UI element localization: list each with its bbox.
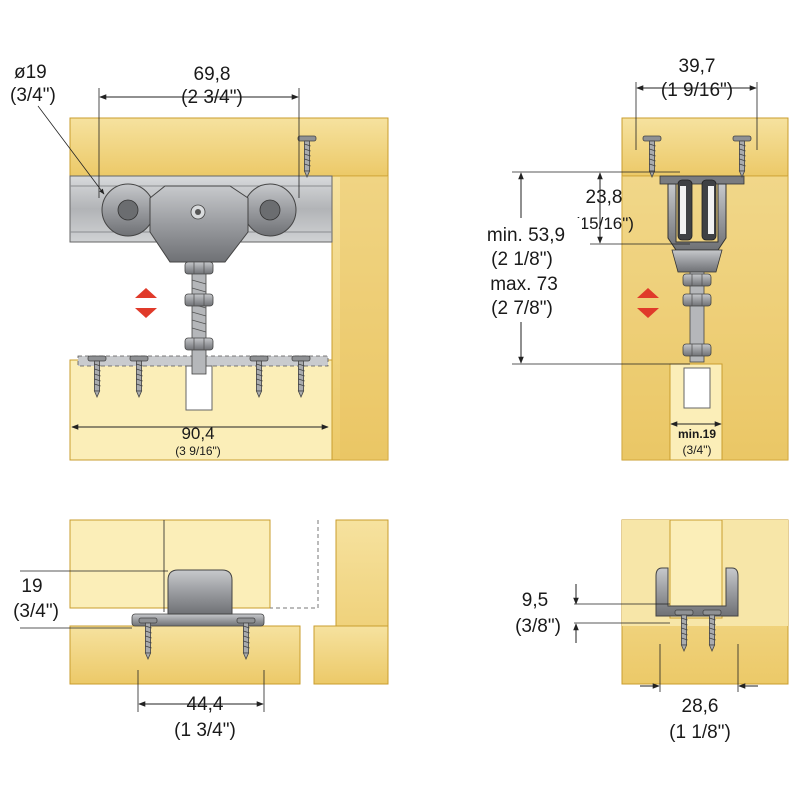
top-left-diameter-mm: ø19 xyxy=(14,62,47,83)
bottom-left-view: 19 (3/4") 44,4 (1 3/4") xyxy=(13,519,389,741)
adjust-bolt-tl xyxy=(191,261,207,375)
bottom-left-spacing-mm: 44,4 xyxy=(187,694,224,715)
carrier-body-tl xyxy=(149,185,249,263)
track-channel-tr xyxy=(667,183,727,251)
top-right-max-mm: max. 73 xyxy=(490,274,558,295)
bottom-left-height-in: (3/4") xyxy=(13,601,59,622)
top-right-width-mm: 39,7 xyxy=(679,56,716,77)
floor-wood-bl xyxy=(69,625,301,685)
top-right-view: 39,7 (1 9/16") 23,8 (15/16") min. 53,9 (… xyxy=(470,56,789,461)
top-right-depth-mm: 23,8 xyxy=(586,187,623,208)
bottom-left-spacing-in: (1 3/4") xyxy=(174,720,236,741)
top-right-min-in: (2 1/8") xyxy=(491,249,553,270)
wall-wood-tl xyxy=(331,175,389,461)
top-right-depth-in: (15/16") xyxy=(574,214,634,233)
top-right-max-in: (2 7/8") xyxy=(491,298,553,319)
bottom-right-height-mm: 9,5 xyxy=(522,590,548,611)
top-left-width-in: (2 3/4") xyxy=(181,87,243,108)
top-left-plate-in: (3 9/16") xyxy=(175,444,221,458)
bottom-right-height-in: (3/8") xyxy=(515,616,561,637)
ceiling-wood-tr xyxy=(621,117,789,177)
ceiling-wood-tl xyxy=(69,117,389,177)
adjust-arrows-tr xyxy=(637,288,659,318)
top-right-min-mm: min. 53,9 xyxy=(487,225,565,246)
top-left-plate-mm: 90,4 xyxy=(181,424,214,443)
floor-guide-bl xyxy=(167,569,233,615)
top-right-door-min-mm: min.19 xyxy=(678,427,716,441)
floor-guide-br xyxy=(655,567,739,617)
top-left-diameter-in: (3/4") xyxy=(10,85,56,106)
top-right-width-in: (1 9/16") xyxy=(661,80,733,101)
adjust-arrows-tl xyxy=(135,288,157,318)
bottom-left-height-mm: 19 xyxy=(21,576,42,597)
top-right-door-min-in: (3/4") xyxy=(683,443,712,457)
bottom-right-view: 9,5 (3/8") 28,6 (1 1/8") xyxy=(515,519,789,743)
bottom-right-width-in: (1 1/8") xyxy=(669,722,731,743)
floor-wood-bl-right xyxy=(313,625,389,685)
bottom-right-width-mm: 28,6 xyxy=(682,696,719,717)
top-left-view: 69,8 (2 3/4") ø19 (3/4") 90,4 (3 9/16") xyxy=(10,62,389,461)
door-panel-br xyxy=(669,519,723,619)
top-left-width-mm: 69,8 xyxy=(194,64,231,85)
